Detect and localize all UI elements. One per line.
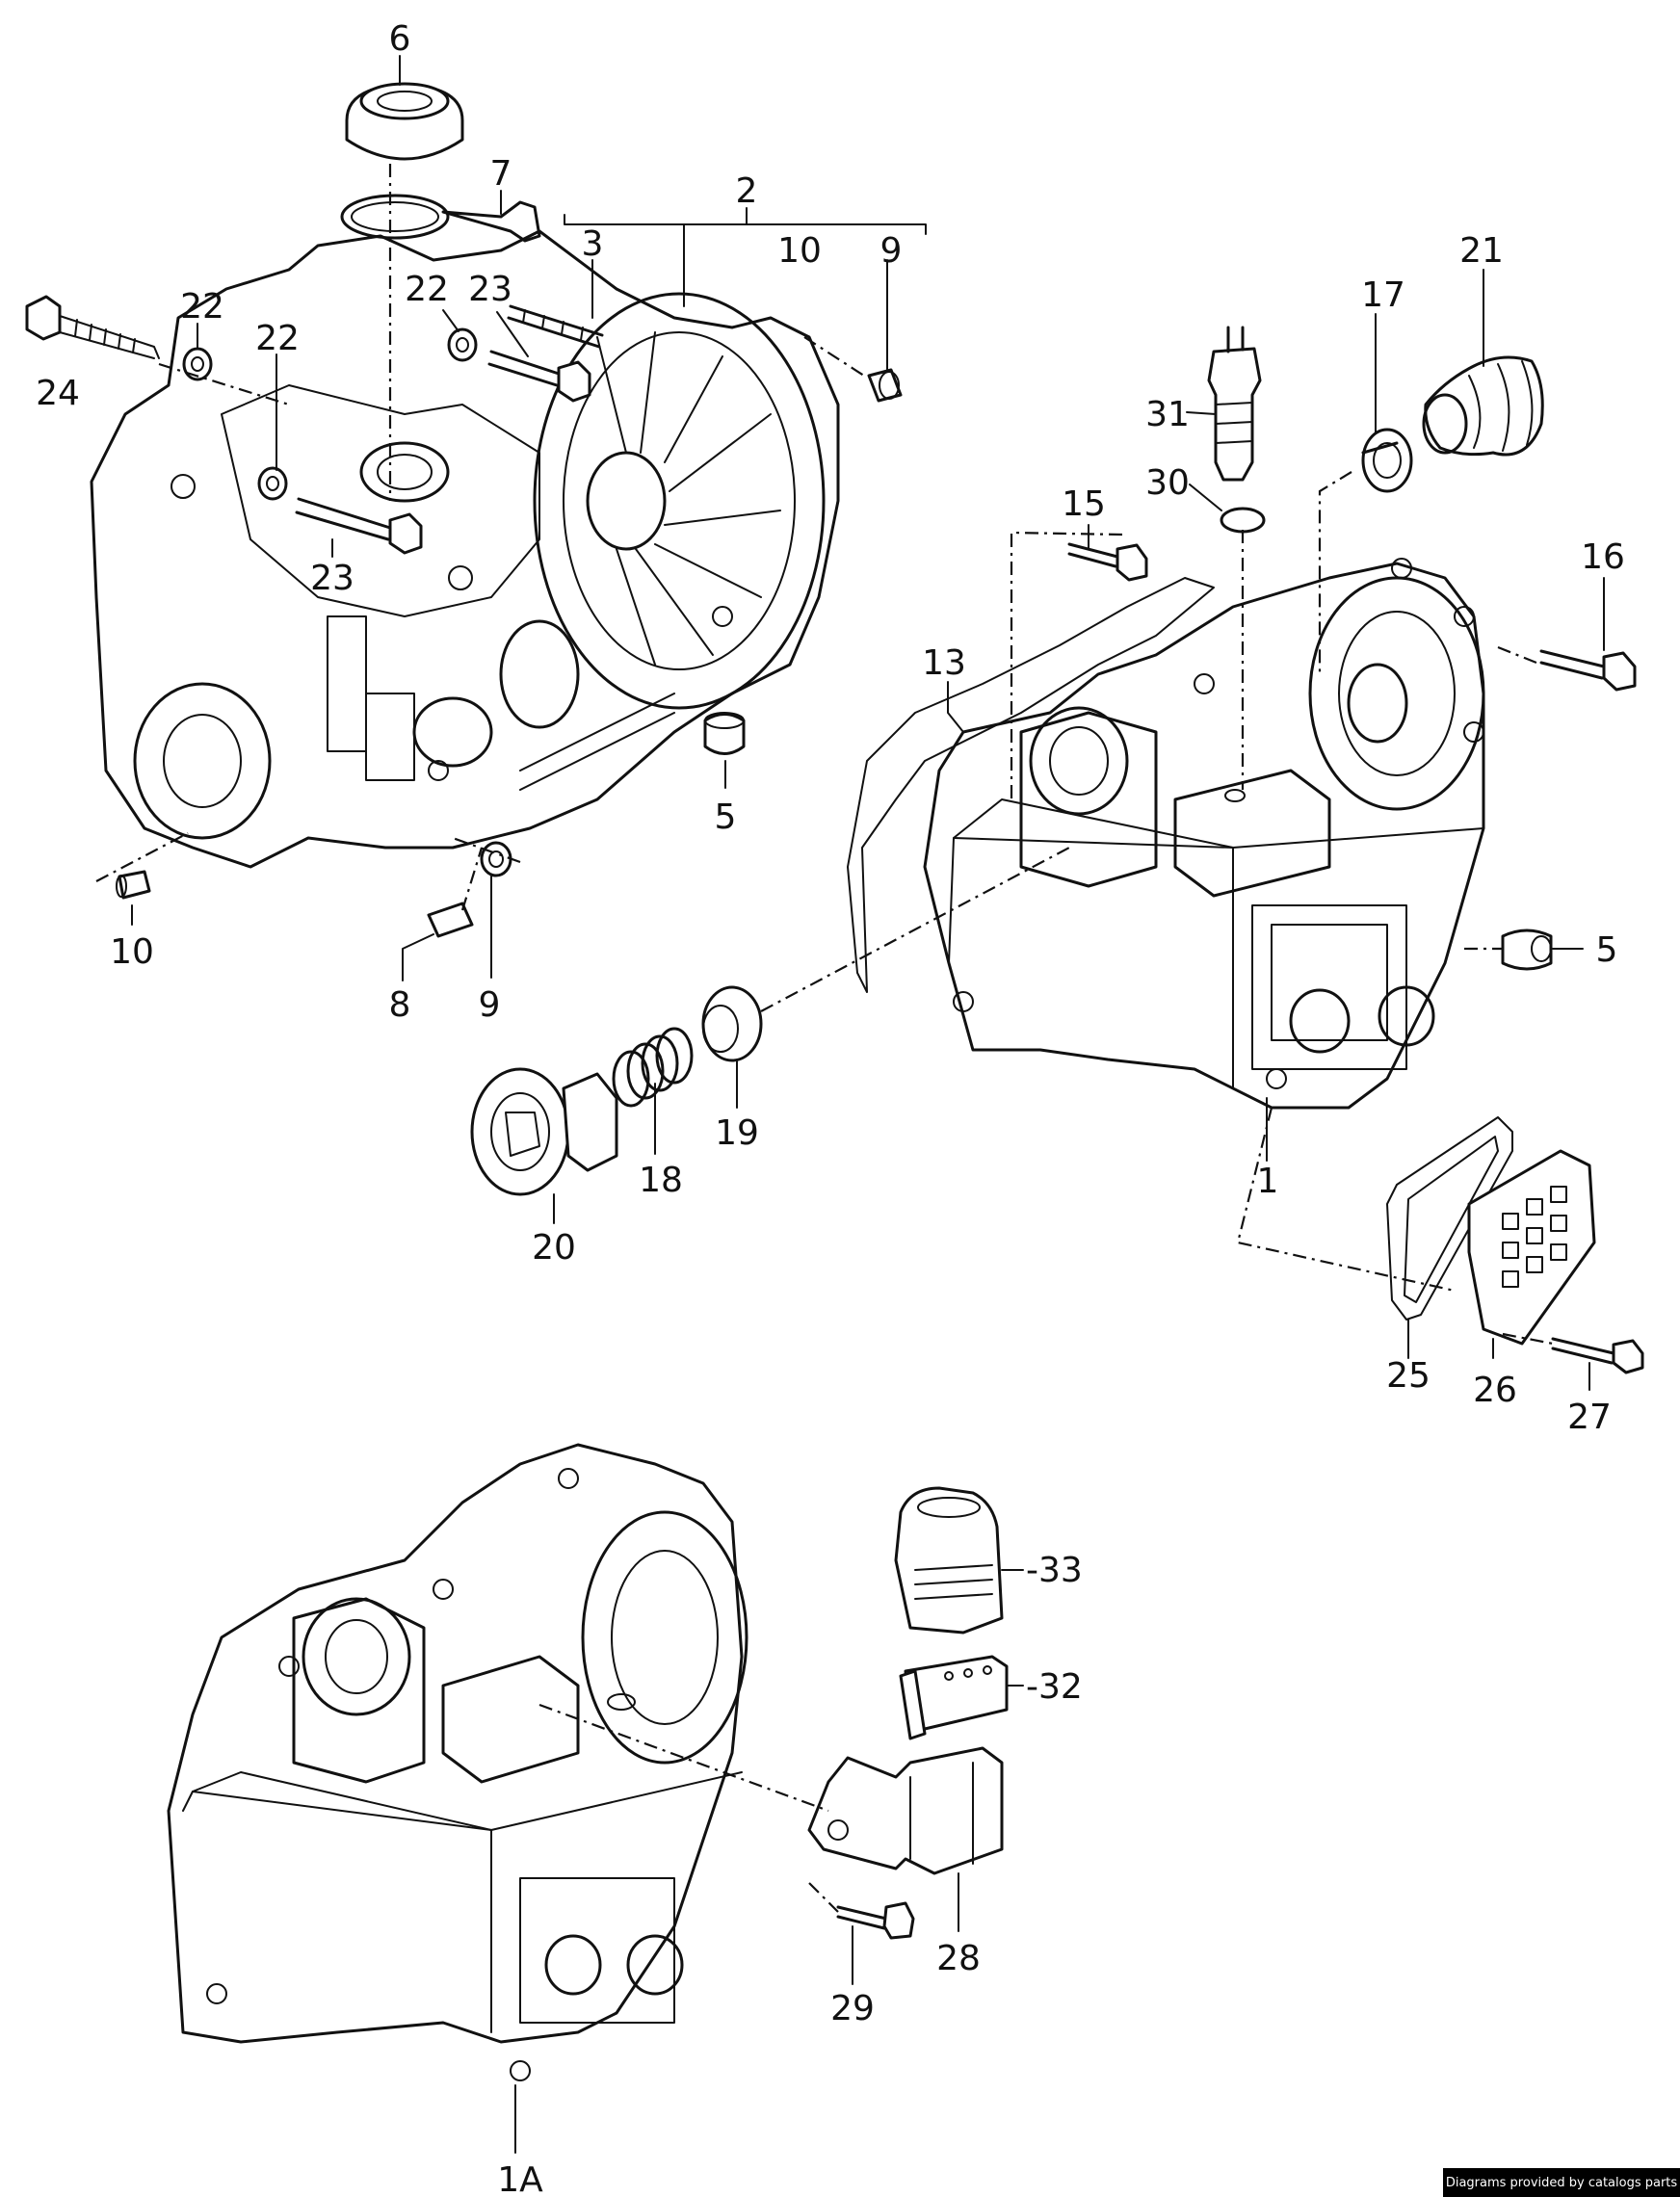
label-29: 29 — [830, 1989, 875, 2028]
part-6-seal — [345, 82, 464, 161]
label-6: 6 — [389, 19, 411, 59]
label-23-top: 23 — [468, 270, 512, 309]
credit-banner: Diagrams provided by catalogs parts — [1443, 2168, 1680, 2197]
label-15: 15 — [1062, 484, 1106, 524]
clutch-housing — [90, 229, 840, 869]
label-31: 31 — [1145, 395, 1190, 434]
leader-lines — [131, 55, 1605, 2154]
label-7: 7 — [490, 154, 512, 194]
gearbox-housing — [923, 558, 1485, 1110]
label-3: 3 — [582, 224, 604, 264]
part-19-seal — [701, 985, 763, 1062]
label-10-top: 10 — [777, 231, 822, 271]
part-32-retainer — [899, 1655, 1009, 1740]
label-19: 19 — [715, 1113, 759, 1153]
label-5-left: 5 — [715, 798, 737, 837]
part-29-bolt — [836, 1901, 915, 1940]
part-7-ring — [340, 194, 541, 243]
part-23-bolt-top — [487, 350, 591, 403]
part-22-washer-top — [447, 327, 478, 362]
part-15-bolt — [1067, 542, 1148, 582]
part-18-spring — [612, 1027, 694, 1108]
part-5-plug-left — [703, 712, 746, 755]
part-22-washer-mid — [257, 466, 288, 501]
part-5-plug-right — [1501, 928, 1553, 971]
label-1a: 1A — [497, 2160, 543, 2197]
part-30-o-ring — [1220, 507, 1266, 534]
part-31-switch — [1207, 326, 1262, 482]
part-16-bolt — [1539, 649, 1637, 692]
label-30: 30 — [1145, 463, 1190, 503]
label-20: 20 — [532, 1228, 576, 1268]
part-24-bolt — [25, 295, 160, 359]
part-13-gasket — [847, 577, 1215, 993]
part-10-dowel — [116, 870, 151, 900]
label-2: 2 — [736, 171, 758, 211]
label-25: 25 — [1386, 1356, 1431, 1396]
part-9-sleeve-bottom — [480, 841, 512, 877]
part-27-bolt — [1551, 1337, 1644, 1374]
label-18: 18 — [639, 1161, 683, 1200]
label-9-top: 9 — [880, 231, 903, 271]
label-16: 16 — [1581, 537, 1625, 577]
part-labels: 6 7 2 3 10 9 22 22 22 23 24 23 5 10 8 9 … — [36, 19, 1625, 2197]
part-33-connector — [894, 1486, 1004, 1635]
label-13: 13 — [922, 643, 966, 683]
label-17: 17 — [1361, 275, 1405, 315]
part-8-key — [427, 902, 474, 938]
label-27: 27 — [1567, 1398, 1612, 1437]
label-5-right: 5 — [1596, 930, 1618, 970]
label-22-mid: 22 — [255, 319, 300, 358]
part-17-seal — [1361, 428, 1413, 493]
label-10-bottom: 10 — [110, 932, 154, 972]
label-28: 28 — [936, 1939, 981, 1978]
assembly-lines — [95, 164, 1554, 1913]
part-26-cover — [1467, 1149, 1596, 1346]
part-9-sleeve-top — [867, 368, 903, 403]
part-3-stud — [507, 304, 604, 349]
label-22-left: 22 — [180, 287, 224, 327]
label-23-mid: 23 — [310, 559, 354, 598]
gearbox-housing-1a — [167, 1443, 748, 2081]
label-26: 26 — [1473, 1371, 1517, 1410]
label-9-bottom: 9 — [479, 985, 501, 1025]
label-32: -32 — [1026, 1667, 1083, 1707]
label-22-top: 22 — [405, 270, 449, 309]
part-20-flange — [470, 1067, 618, 1196]
label-24: 24 — [36, 374, 80, 413]
label-33: -33 — [1026, 1551, 1083, 1590]
label-21: 21 — [1459, 231, 1504, 271]
part-21-boot — [1422, 355, 1544, 457]
part-28-switch — [807, 1746, 1004, 1875]
part-23-bolt-mid — [295, 497, 423, 555]
label-8: 8 — [389, 985, 411, 1025]
label-1: 1 — [1257, 1162, 1279, 1201]
